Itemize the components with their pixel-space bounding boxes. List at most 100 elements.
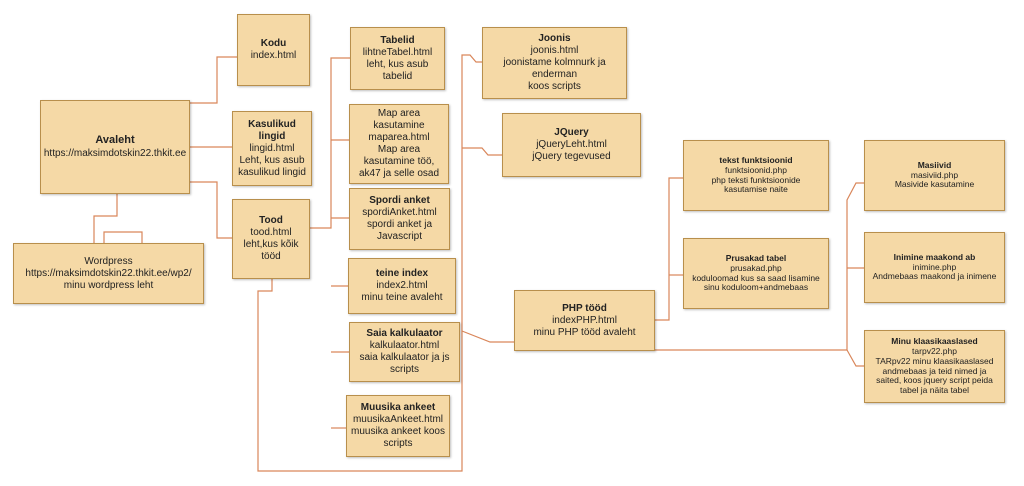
node-title: Inimine maakond ab <box>893 251 976 262</box>
node-title: Spordi anket <box>369 195 430 206</box>
node-title: Minu klaasikaaslased <box>891 336 978 347</box>
node-line: Map area <box>377 108 421 119</box>
node-line: inimine.php <box>912 261 957 272</box>
node-line: lihtneTabel.html <box>362 46 433 58</box>
node-title: Tood <box>259 215 283 226</box>
node-line: saia kalkulaator ja js <box>359 352 450 363</box>
node-line: index.html <box>250 50 297 61</box>
node-line: Andmebaas maakond ja inimene <box>872 271 997 282</box>
node-line: scripts <box>390 364 419 375</box>
node-line: jQuery tegevused <box>532 151 611 162</box>
node-line: kasutamise naite <box>724 184 788 195</box>
node-line: scripts <box>383 438 413 449</box>
node-line: enderman <box>531 69 578 80</box>
node-line: kasutamine <box>373 120 425 131</box>
connector-line <box>462 147 502 156</box>
node-line: prusakad.php <box>730 262 782 273</box>
connector-line <box>190 181 232 239</box>
connector-line <box>655 182 864 351</box>
node-line: spordi anket ja <box>366 219 433 230</box>
node-line: jQueryLeht.html <box>536 139 607 150</box>
node-title: teine index <box>375 268 429 279</box>
node-line: https://maksimdotskin22.thkit.ee/wp2/ <box>25 267 192 279</box>
connector-line <box>257 54 482 472</box>
node-line: maparea.html <box>368 132 430 143</box>
node-line: koos scripts <box>528 81 581 92</box>
node-title: Kasulikud lingid <box>248 118 296 142</box>
node-line: joonistame kolmnurk ja <box>503 57 606 68</box>
node-line: andmebaas ja teid nimed ja <box>882 365 987 376</box>
node-title: Saia kalkulaator <box>366 328 443 339</box>
node-line: TARpv22 minu klaasikaaslased <box>875 355 994 366</box>
connector-line <box>655 177 683 321</box>
node-line: saited, koos jquery script peida <box>876 375 993 386</box>
node-title: Joonis <box>538 33 571 44</box>
connector-line <box>190 56 237 104</box>
node-line: sinu koduloom+andmebaas <box>703 282 809 293</box>
node-line: joonis.html <box>530 45 579 56</box>
connector-line <box>93 194 118 243</box>
node-line: koduloomad kus sa saad lisamine <box>692 272 820 283</box>
connector-line <box>846 349 864 367</box>
node-title: Avaleht <box>95 134 135 147</box>
node-line: masiviid.php <box>910 169 959 180</box>
node-line: tabel ja näita tabel <box>900 385 969 396</box>
node-line: tööd <box>261 251 281 262</box>
node-line: muusika ankeet koos <box>351 426 445 437</box>
node-title: Tabelid <box>380 34 415 46</box>
node-line: tood.html <box>250 227 292 238</box>
node-line: https://maksimdotskin22.thkit.ee <box>43 147 187 159</box>
node-line: Leht, kus asub <box>239 154 305 166</box>
node-line: minu PHP tööd avaleht <box>533 326 636 338</box>
node-line: muusikaAnkeet.html <box>352 414 444 425</box>
node-line: leht,kus kõik <box>243 239 299 250</box>
node-line: minu wordpress leht <box>63 279 154 291</box>
connector-line <box>461 330 514 343</box>
node-line: Javascript <box>376 231 422 242</box>
node-line: kalkulaator.html <box>369 340 440 351</box>
node-line: leht, kus asub <box>366 58 429 70</box>
node-title: PHP tööd <box>562 302 607 314</box>
node-title: JQuery <box>554 127 589 138</box>
node-line: index2.html <box>376 280 428 291</box>
node-line: tarpv22.php <box>912 345 957 356</box>
node-line: Wordpress <box>84 255 133 267</box>
node-line: lingid.html <box>249 142 295 154</box>
node-title: Masiivid <box>917 159 952 170</box>
node-line: tabelid <box>382 70 413 82</box>
node-title: Prusakad tabel <box>725 252 787 263</box>
node-line: indexPHP.html <box>552 314 617 326</box>
node-title: Kodu <box>260 38 287 49</box>
node-line: spordiAnket.html <box>362 207 437 218</box>
node-line: php teksti funktsioonide <box>711 174 801 185</box>
node-line: minu teine avaleht <box>361 292 443 303</box>
node-line: Map area <box>377 144 421 155</box>
node-line: Masivide kasutamine <box>894 179 975 190</box>
connector-line <box>310 57 350 229</box>
node-line: kasutamine töö, <box>363 156 435 167</box>
connector-line <box>103 231 143 243</box>
node-title: tekst funktsioonid <box>719 154 793 165</box>
node-line: funktsioonid.php <box>725 164 787 175</box>
node-line: kasulikud lingid <box>238 166 306 178</box>
